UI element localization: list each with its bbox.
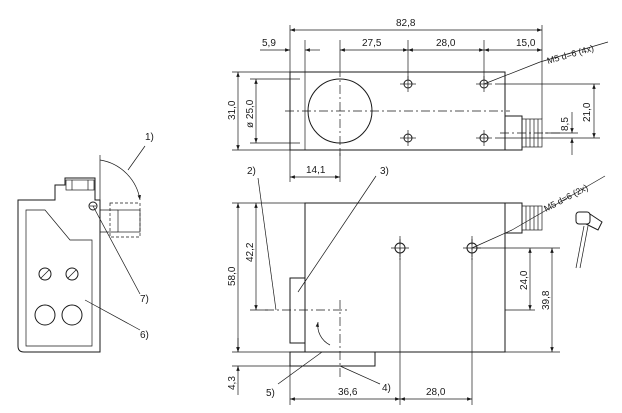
- dim-bottom-b: 28,0: [426, 387, 446, 398]
- front-connector: [504, 202, 523, 234]
- dim-hole-vertical: 21,0: [582, 102, 593, 122]
- dim-bottom-step: 4,3: [227, 376, 238, 390]
- screw-icon: [65, 267, 79, 281]
- bottom-base: [289, 351, 376, 367]
- screw-icon: [38, 267, 52, 281]
- front-view: 58,0 42,2 24,0 39,8 4,3 36,6 28,0 M5 d=6…: [227, 166, 606, 405]
- side-view-face: [25, 209, 93, 347]
- swivel-icon: [88, 201, 98, 211]
- callout-4: 4): [382, 383, 391, 394]
- button-icon: [34, 304, 56, 326]
- dim-front-hole-height-b: 39,8: [541, 290, 552, 310]
- front-view-body: [304, 202, 506, 353]
- dim-right-offset: 15,0: [516, 38, 536, 49]
- angled-connector-icon: [575, 211, 603, 269]
- dim-overall-length: 82,8: [396, 18, 416, 29]
- dim-hole-offset: 27,5: [362, 38, 382, 49]
- side-view-body: [17, 177, 101, 353]
- dim-lens-offset: 14,1: [306, 165, 326, 176]
- callout-3: 3): [380, 166, 389, 177]
- mounting-hole-icon: [400, 130, 416, 146]
- dim-top-height: 31,0: [227, 100, 238, 120]
- hole-spec-top: M5 d=6 (4x): [546, 43, 595, 66]
- side-view: 1) 7) 6): [17, 132, 154, 353]
- callout-7: 7): [140, 294, 149, 305]
- callout-5: 5): [266, 388, 275, 399]
- side-connector-cap: [65, 179, 95, 191]
- callout-2: 2): [247, 166, 256, 177]
- rotation-arc: [99, 159, 141, 201]
- rotation-arc: [315, 321, 331, 346]
- callout-6: 6): [140, 330, 149, 341]
- dim-bottom-a: 36,6: [338, 387, 358, 398]
- dim-connector-offset: 8,5: [560, 117, 571, 131]
- hole-spec-front: M5 d=6 (2x): [542, 182, 589, 213]
- dim-front-height: 58,0: [227, 266, 238, 286]
- button-icon: [61, 304, 83, 326]
- dim-hole-spacing: 28,0: [436, 38, 456, 49]
- top-view: 82,8 5,9 27,5 28,0 15,0 M5 d=6 (4x) 31,0…: [227, 18, 609, 182]
- dim-front-hole-height: 24,0: [519, 270, 530, 290]
- dim-front-mid: 42,2: [245, 242, 256, 262]
- lens-plate: [289, 277, 306, 344]
- mounting-hole-icon: [476, 130, 492, 146]
- dim-left-offset: 5,9: [262, 38, 276, 49]
- callout-1: 1): [145, 132, 154, 143]
- dim-lens-diameter: ø 25,0: [245, 99, 256, 128]
